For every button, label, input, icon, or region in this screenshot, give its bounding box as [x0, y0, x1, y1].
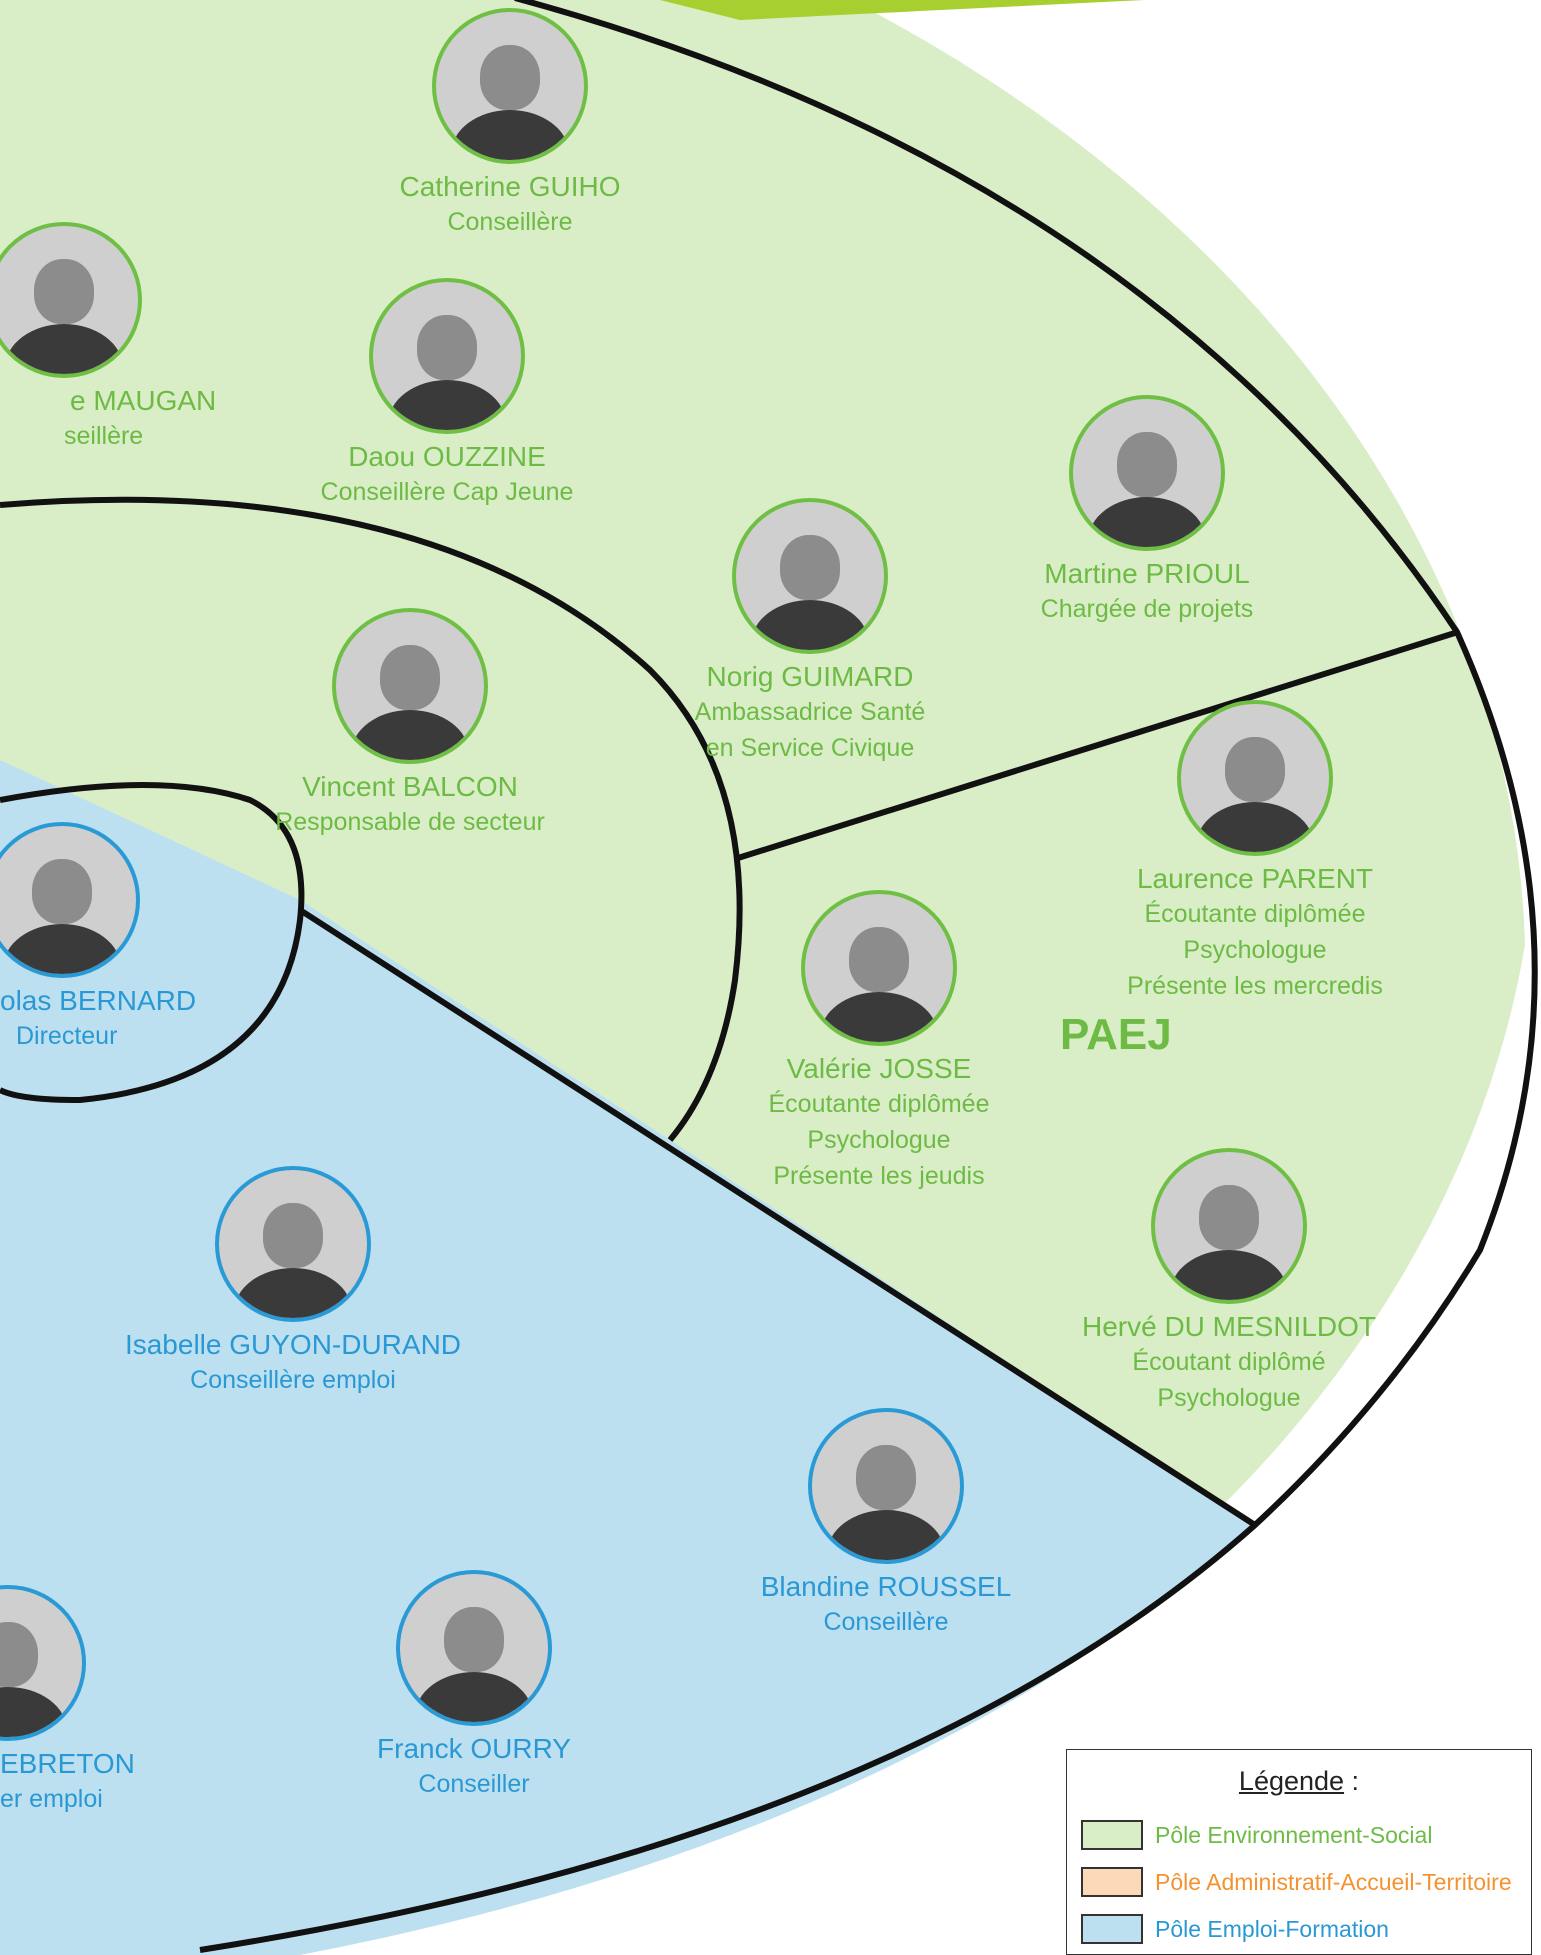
- legend-box: Légende : Pôle Environnement-Social Pôle…: [1066, 1749, 1532, 1955]
- person-name: EBRETON: [0, 1748, 135, 1779]
- person-name: Blandine ROUSSEL: [760, 1571, 1012, 1602]
- divider-lower: [298, 907, 1257, 1528]
- photo-avatar: [732, 498, 888, 654]
- person-role: Ambassadrice Santé: [694, 698, 926, 726]
- legend-item-emploi: Pôle Emploi-Formation: [1081, 1911, 1389, 1947]
- person-role: Écoutant diplômé: [1132, 1348, 1326, 1376]
- legend-swatch-green: [1081, 1820, 1143, 1850]
- photo-avatar: [1069, 395, 1225, 551]
- person-name: Laurence PARENT: [1136, 863, 1374, 894]
- person-name: Isabelle GUYON-DURAND: [124, 1329, 462, 1360]
- legend-label: Pôle Environnement-Social: [1155, 1821, 1433, 1848]
- photo-avatar: [396, 1570, 552, 1726]
- person-card-ouzzine: Daou OUZZINE Conseillère Cap Jeune: [237, 278, 657, 510]
- person-role: Conseillère Cap Jeune: [320, 478, 574, 506]
- photo-avatar: [0, 822, 140, 978]
- person-name: Martine PRIOUL: [1044, 558, 1250, 589]
- person-role: Directeur: [16, 1022, 118, 1050]
- legend-swatch-orange: [1081, 1867, 1143, 1897]
- legend-title: Légende :: [1067, 1766, 1531, 1797]
- inner-ellipse-outline: [0, 782, 305, 1104]
- person-card-parent: Laurence PARENT Écoutante diplômée Psych…: [1065, 700, 1445, 1004]
- person-name: Daou OUZZINE: [348, 441, 546, 472]
- legend-item-administratif: Pôle Administratif-Accueil-Territoire: [1081, 1864, 1512, 1900]
- person-card-ourry: Franck OURRY Conseiller: [264, 1570, 684, 1802]
- person-name: Valérie JOSSE: [786, 1053, 972, 1084]
- legend-title-text: Légende: [1238, 1766, 1345, 1796]
- photo-avatar: [332, 608, 488, 764]
- photo-avatar: [0, 1585, 86, 1741]
- person-role: Psychologue: [807, 1126, 951, 1154]
- photo-avatar: [808, 1408, 964, 1564]
- person-name: Norig GUIMARD: [706, 661, 914, 692]
- person-card-maugan: e MAUGAN seillère: [0, 222, 274, 454]
- person-role: Responsable de secteur: [275, 808, 545, 836]
- person-card-lebreton: EBRETON er emploi: [0, 1585, 218, 1817]
- person-card-prioul: Martine PRIOUL Chargée de projets: [937, 395, 1357, 627]
- photo-avatar: [432, 8, 588, 164]
- person-card-balcon: Vincent BALCON Responsable de secteur: [200, 608, 620, 840]
- legend-label: Pôle Emploi-Formation: [1155, 1915, 1389, 1942]
- photo-avatar: [215, 1166, 371, 1322]
- legend-item-environnement: Pôle Environnement-Social: [1081, 1817, 1432, 1853]
- person-card-josse: Valérie JOSSE Écoutante diplômée Psychol…: [669, 890, 1089, 1194]
- person-role: Conseillère: [823, 1608, 949, 1636]
- photo-avatar: [1177, 700, 1333, 856]
- person-name: Vincent BALCON: [302, 771, 518, 802]
- person-role: Conseillère emploi: [190, 1366, 396, 1394]
- person-role: Chargée de projets: [1040, 595, 1254, 623]
- person-role: Présente les mercredis: [1127, 972, 1383, 1000]
- person-role: Écoutante diplômée: [768, 1090, 990, 1118]
- person-card-mesnildot: Hervé DU MESNILDOT Écoutant diplômé Psyc…: [1019, 1148, 1439, 1416]
- person-name: Franck OURRY: [377, 1733, 571, 1764]
- person-role: Écoutante diplômée: [1144, 900, 1366, 928]
- person-role: en Service Civique: [705, 734, 915, 762]
- legend-swatch-blue: [1081, 1914, 1143, 1944]
- photo-avatar: [0, 222, 142, 378]
- outer-ellipse-outline: [199, 0, 1538, 1953]
- divider-upper: [737, 629, 1459, 861]
- person-card-guimard: Norig GUIMARD Ambassadrice Santé en Serv…: [600, 498, 1020, 766]
- middle-ring-outline: [0, 496, 743, 1142]
- person-role: Conseiller: [418, 1770, 530, 1798]
- person-name: e MAUGAN: [70, 385, 217, 416]
- paej-label: PAEJ: [1060, 1010, 1172, 1059]
- person-card-bernard: olas BERNARD Directeur: [0, 822, 272, 1054]
- photo-avatar: [1151, 1148, 1307, 1304]
- person-card-roussel: Blandine ROUSSEL Conseillère: [676, 1408, 1096, 1640]
- legend-label: Pôle Administratif-Accueil-Territoire: [1155, 1868, 1512, 1895]
- person-role: Présente les jeudis: [773, 1162, 985, 1190]
- person-role: Psychologue: [1157, 1384, 1301, 1412]
- lime-accent: [660, 0, 1145, 20]
- photo-avatar: [369, 278, 525, 434]
- person-role: seillère: [64, 422, 144, 450]
- person-name: Catherine GUIHO: [399, 171, 621, 202]
- blue-sector: [0, 760, 1255, 1955]
- person-role: er emploi: [0, 1785, 103, 1813]
- legend-title-suffix: :: [1344, 1766, 1360, 1796]
- person-name: Hervé DU MESNILDOT: [1081, 1311, 1377, 1342]
- person-card-guyon: Isabelle GUYON-DURAND Conseillère emploi: [83, 1166, 503, 1398]
- person-role: Psychologue: [1183, 936, 1327, 964]
- person-card-guiho: Catherine GUIHO Conseillère: [300, 8, 720, 240]
- photo-avatar: [801, 890, 957, 1046]
- person-name: olas BERNARD: [0, 985, 197, 1016]
- person-role: Conseillère: [447, 208, 573, 236]
